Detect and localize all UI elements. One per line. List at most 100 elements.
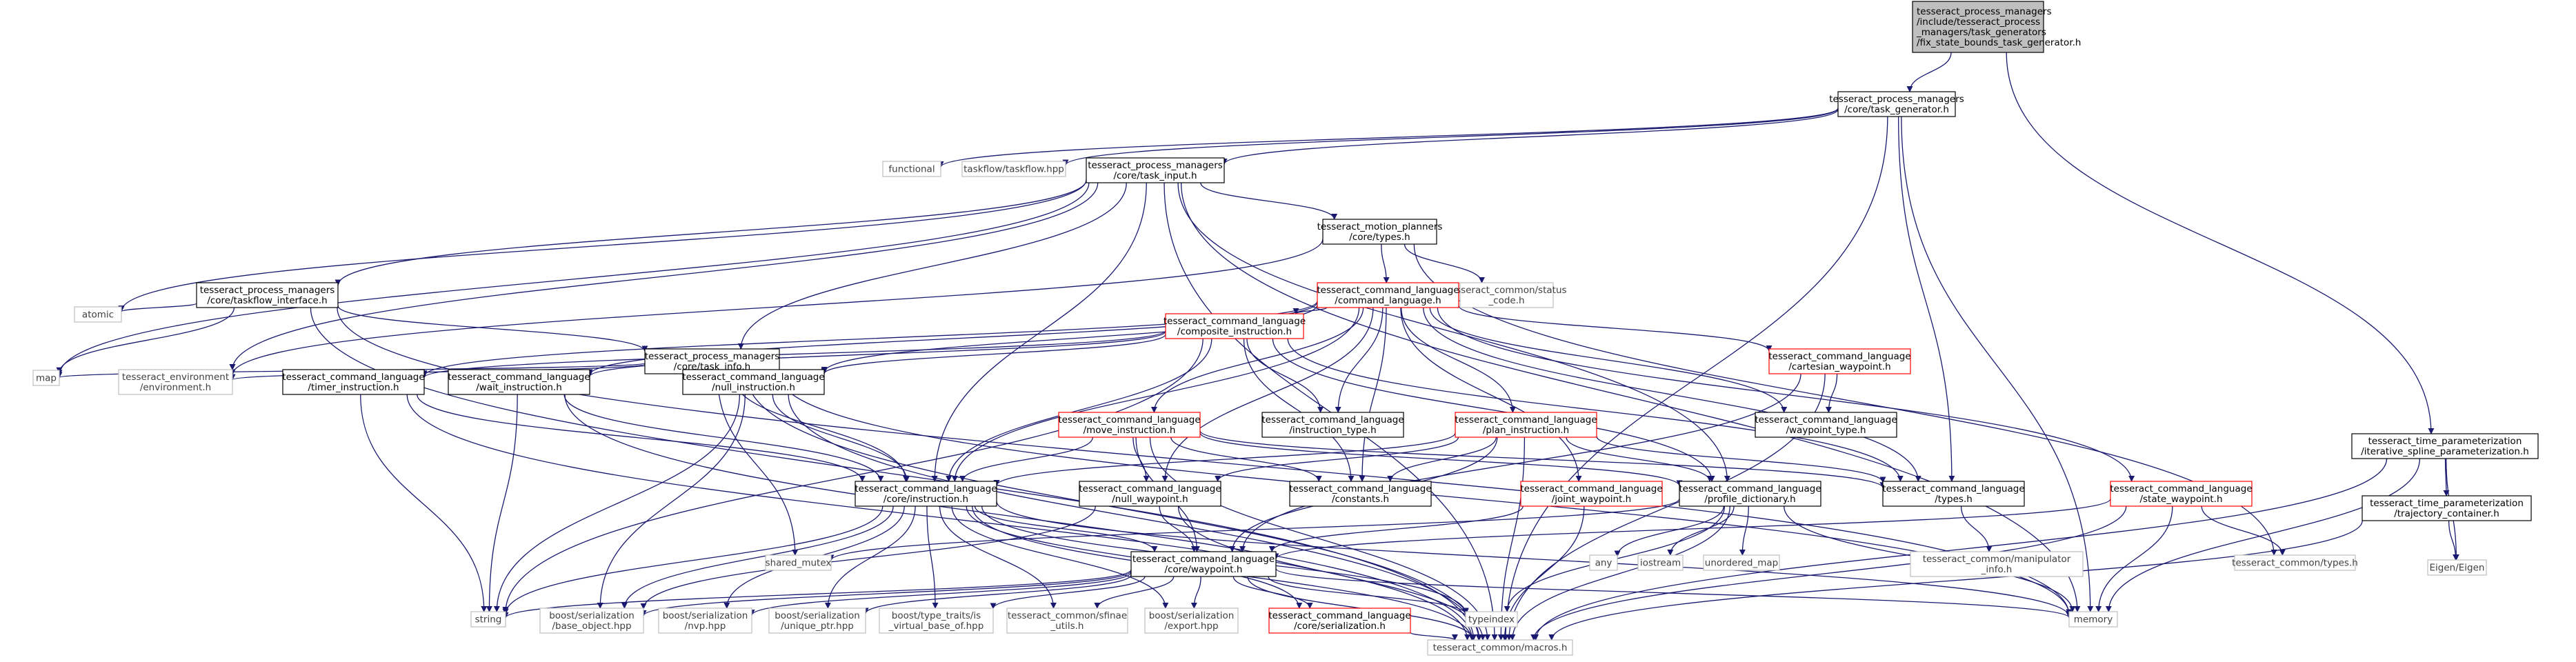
edge-task_input-to-motion_types xyxy=(1200,182,1338,220)
node-iostream: iostream xyxy=(1637,554,1684,571)
node-waypoint[interactable]: tesseract_command_language/core/waypoint… xyxy=(1130,551,1277,577)
edge-profile_dict-to-any xyxy=(1614,505,1724,557)
node-null_instr[interactable]: tesseract_command_language/null_instruct… xyxy=(682,369,825,395)
node-macros: tesseract_common/macros.h xyxy=(1427,639,1573,656)
node-label-line: /nvp.hpp xyxy=(685,621,726,632)
node-state_wp[interactable]: tesseract_command_language/state_waypoin… xyxy=(2110,481,2253,507)
node-label-line: taskflow/taskflow.hpp xyxy=(963,164,1064,175)
edge-task_gen-to-cmd_types xyxy=(1897,116,1955,482)
node-profile_dict[interactable]: tesseract_command_language/profile_dicti… xyxy=(1679,481,1821,507)
edge-task_input-to-taskflow_iface xyxy=(335,180,1087,286)
node-box xyxy=(1006,608,1128,634)
node-label-line: tesseract_process_managers xyxy=(1917,6,2052,17)
node-label-line: tesseract_environment xyxy=(122,372,229,383)
edge-composite-to-null_instr xyxy=(821,334,1166,375)
node-instr_type[interactable]: tesseract_command_language/instruction_t… xyxy=(1261,412,1404,438)
node-box xyxy=(1268,608,1411,634)
node-label-line: _code.h xyxy=(1488,295,1524,306)
node-root[interactable]: tesseract_process_managers/include/tesse… xyxy=(1912,1,2081,53)
node-label-line: tesseract_common/types.h xyxy=(2232,558,2358,569)
node-label-line: /command_language.h xyxy=(1335,295,1441,306)
node-traj_container[interactable]: tesseract_time_parameterization/trajecto… xyxy=(2362,495,2532,521)
node-label-line: boost/serialization xyxy=(1149,610,1235,621)
node-box xyxy=(765,554,832,571)
node-box xyxy=(1882,481,2025,507)
node-box xyxy=(1261,412,1404,438)
node-box xyxy=(855,481,997,507)
edge-composite-to-instr_type xyxy=(1246,338,1324,413)
node-label-line: /plan_instruction.h xyxy=(1483,425,1569,436)
edge-task_gen-to-task_input xyxy=(1221,109,1839,165)
node-plan_instr[interactable]: tesseract_command_language/plan_instruct… xyxy=(1455,412,1597,438)
node-task_input[interactable]: tesseract_process_managers/core/task_inp… xyxy=(1086,157,1225,183)
node-cmd_lang[interactable]: tesseract_command_language/command_langu… xyxy=(1317,282,1459,308)
edge-task_input-to-instruction xyxy=(931,182,1147,482)
node-label-line: tesseract_common/manipulator xyxy=(1923,554,2071,565)
node-task_gen[interactable]: tesseract_process_managers/core/task_gen… xyxy=(1829,91,1964,117)
node-label-line: tesseract_command_language xyxy=(448,372,590,383)
node-is_virtual: boost/type_traits/is_virtual_base_of.hpp xyxy=(879,608,994,634)
node-constants[interactable]: tesseract_command_language/constants.h xyxy=(1289,481,1432,507)
node-box xyxy=(1086,157,1225,183)
node-label-line: tesseract_command_language xyxy=(1755,414,1897,425)
edge-move_instr-to-macros xyxy=(1149,437,1491,641)
node-cmd_types[interactable]: tesseract_command_language/types.h xyxy=(1882,481,2025,507)
node-label-line: /core/task_input.h xyxy=(1113,170,1197,181)
node-label-line: /null_waypoint.h xyxy=(1112,494,1188,505)
node-cartesian[interactable]: tesseract_command_language/cartesian_way… xyxy=(1768,348,1911,374)
edge-cmd_lang-to-state_wp xyxy=(1437,307,2135,482)
node-label-line: tesseract_time_parameterization xyxy=(2370,498,2524,509)
node-label-line: /state_waypoint.h xyxy=(2139,494,2222,505)
edge-cmd_lang-to-instruction xyxy=(951,307,1360,482)
node-taskflow_iface[interactable]: tesseract_process_managers/core/taskflow… xyxy=(196,282,339,308)
edge-cmd_lang-to-waypoint_type xyxy=(1429,307,1788,413)
node-label-line: _managers/task_generators xyxy=(1916,27,2046,38)
node-instruction[interactable]: tesseract_command_language/core/instruct… xyxy=(855,481,997,507)
edge-task_gen-to-macros xyxy=(1502,116,1888,641)
node-composite[interactable]: tesseract_command_language/composite_ins… xyxy=(1164,313,1306,339)
node-box xyxy=(2362,495,2532,521)
node-timer_instr[interactable]: tesseract_command_language/timer_instruc… xyxy=(282,369,425,395)
node-box xyxy=(1317,282,1459,308)
node-box xyxy=(1322,219,1437,245)
node-label-line: tesseract_common/macros.h xyxy=(1433,643,1568,654)
node-eigen: Eigen/Eigen xyxy=(2427,559,2487,576)
edge-root-to-task_gen xyxy=(1906,52,1952,92)
node-label-line: tesseract_command_language xyxy=(2110,483,2252,494)
edge-cmd_lang-to-cmd_types xyxy=(1423,307,1921,482)
graph-nodes: tesseract_process_managers/include/tesse… xyxy=(32,1,2539,656)
edge-null_wp-to-waypoint xyxy=(1159,505,1197,552)
node-box xyxy=(1427,639,1573,656)
node-unique_ptr: boost/serialization/unique_ptr.hpp xyxy=(768,608,866,634)
edge-root-to-iter_spline xyxy=(2006,52,2435,434)
node-motion_types[interactable]: tesseract_motion_planners/core/types.h xyxy=(1317,219,1443,245)
edge-plan_instr-to-null_wp xyxy=(1215,437,1459,482)
node-label-line: /core/instruction.h xyxy=(883,494,968,505)
node-label-line: /iterative_spline_parameterization.h xyxy=(2361,446,2529,457)
node-box xyxy=(196,282,339,308)
node-waypoint_type[interactable]: tesseract_command_language/waypoint_type… xyxy=(1755,412,1897,438)
node-serialization[interactable]: tesseract_command_language/core/serializ… xyxy=(1268,608,1411,634)
edge-wait_instr-to-instruction xyxy=(563,394,884,482)
node-map: map xyxy=(32,370,60,386)
node-joint_wp[interactable]: tesseract_command_language/joint_waypoin… xyxy=(1520,481,1663,507)
node-label-line: /export.hpp xyxy=(1164,621,1218,632)
node-wait_instr[interactable]: tesseract_command_language/wait_instruct… xyxy=(448,369,590,395)
edge-profile_dict-to-unordered_map xyxy=(1739,505,1749,556)
node-label-line: any xyxy=(1595,558,1613,569)
edge-timer_instr-to-macros xyxy=(406,394,1470,641)
node-label-line: _virtual_base_of.hpp xyxy=(888,621,984,632)
edge-cartesian-to-waypoint xyxy=(1239,373,1801,552)
node-iter_spline[interactable]: tesseract_time_parameterization/iterativ… xyxy=(2351,433,2539,459)
node-label-line: Eigen/Eigen xyxy=(2430,563,2485,574)
node-label-line: /null_instruction.h xyxy=(712,382,795,393)
node-null_wp[interactable]: tesseract_command_language/null_waypoint… xyxy=(1079,481,1221,507)
node-label-line: /fix_state_bounds_task_generator.h xyxy=(1917,37,2081,48)
edge-task_input-to-profile_dict xyxy=(1177,182,1730,482)
node-move_instr[interactable]: tesseract_command_language/move_instruct… xyxy=(1058,412,1201,438)
node-box xyxy=(1837,91,1956,117)
node-label-line: /core/task_generator.h xyxy=(1844,104,1949,115)
edge-wait_instr-to-macros xyxy=(564,394,1475,641)
node-box xyxy=(1459,282,1554,308)
node-box xyxy=(2351,433,2539,459)
